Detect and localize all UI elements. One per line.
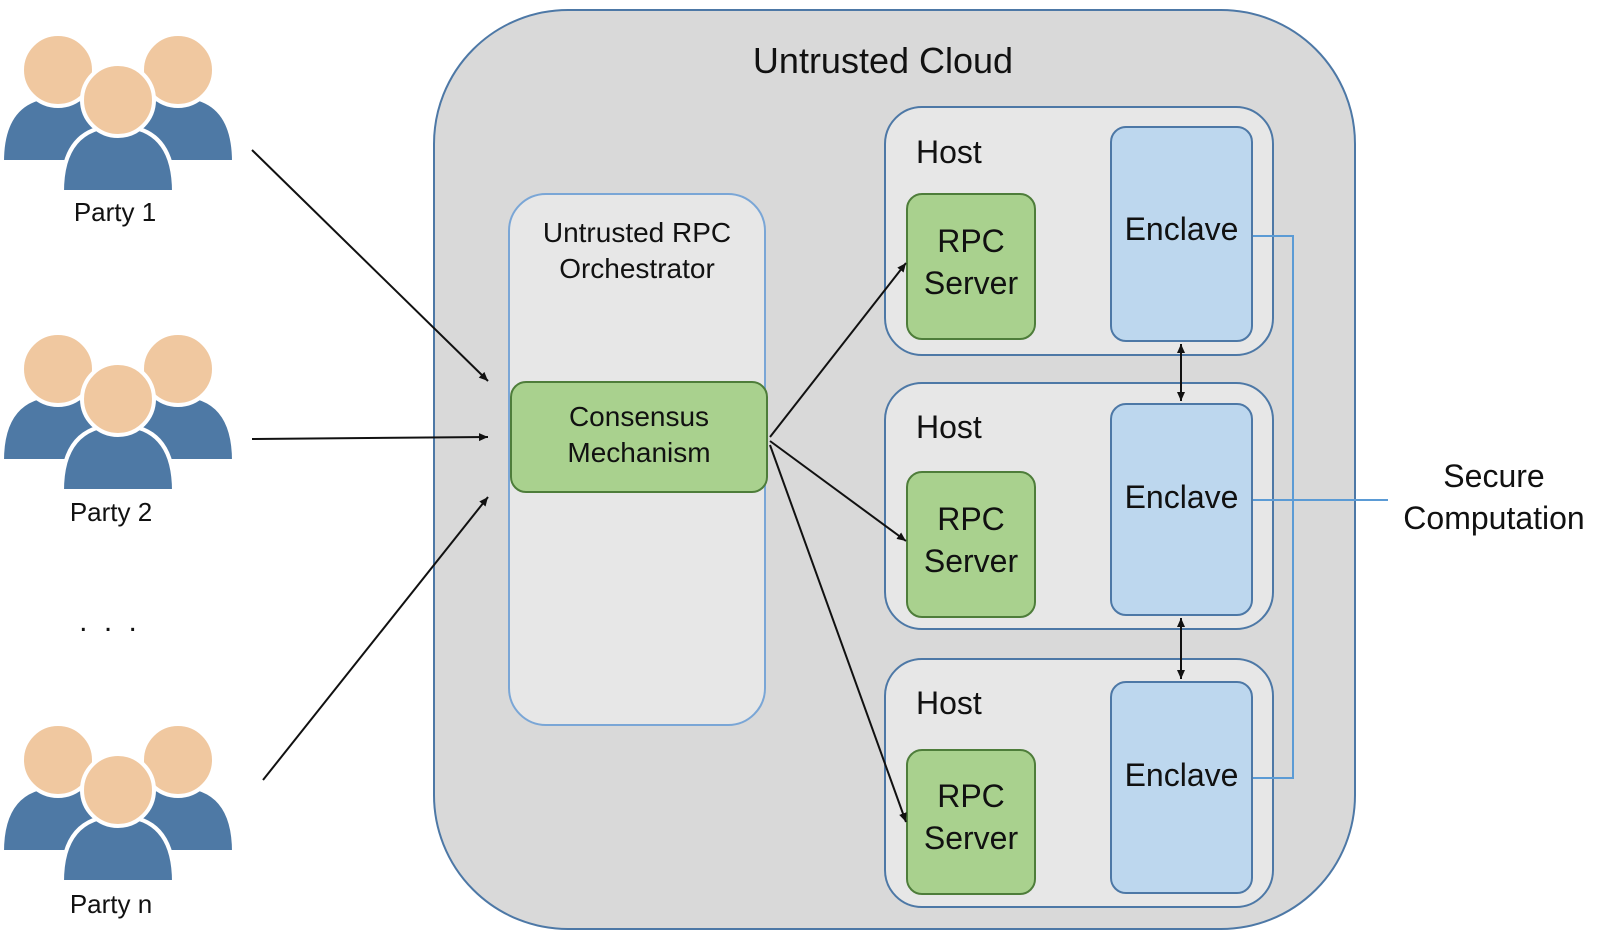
party-label-2: Party 2 <box>69 497 153 527</box>
arrow-party1-to-orchestrator <box>251 149 489 382</box>
enclave-box-3 <box>1110 681 1253 894</box>
enclave-box-2 <box>1110 403 1253 616</box>
host-label-3: Host <box>916 685 982 721</box>
enclave-label-3: Enclave <box>1124 757 1239 793</box>
arrow-partyn-to-orchestrator <box>262 496 489 781</box>
enclave-box-1 <box>1110 126 1253 342</box>
enclave-label-2: Enclave <box>1124 479 1239 515</box>
rpc-server-box-2 <box>906 471 1036 618</box>
party-1-icon <box>2 34 234 192</box>
parties-ellipsis: . . . <box>79 605 141 638</box>
arrow-consensus-to-rpc-1 <box>769 262 907 438</box>
host-label-2: Host <box>916 409 982 445</box>
secure-computation-bracket <box>1253 235 1388 779</box>
enclave-label-1: Enclave <box>1124 211 1239 247</box>
party-label-1: Party 1 <box>73 197 157 227</box>
consensus-mechanism-box <box>510 381 768 493</box>
rpc-server-label-1: RPC Server <box>923 223 1019 301</box>
arrow-party2-to-orchestrator <box>251 433 489 442</box>
party-2-icon <box>2 333 234 491</box>
arrow-consensus-to-rpc-3 <box>769 444 907 823</box>
rpc-server-label-2: RPC Server <box>923 501 1019 579</box>
cloud-title: Untrusted Cloud <box>752 40 1014 81</box>
rpc-server-label-3: RPC Server <box>923 778 1019 856</box>
arrow-consensus-to-rpc-2 <box>769 440 907 542</box>
host-label-1: Host <box>916 134 982 170</box>
rpc-server-box-3 <box>906 749 1036 895</box>
orchestrator-title: Untrusted RPC Orchestrator <box>542 217 732 285</box>
party-label-n: Party n <box>69 889 153 919</box>
consensus-label: Consensus Mechanism <box>567 401 711 469</box>
party-n-icon <box>2 724 234 882</box>
rpc-server-box-1 <box>906 193 1036 340</box>
secure-computation-label: Secure Computation <box>1403 458 1585 536</box>
